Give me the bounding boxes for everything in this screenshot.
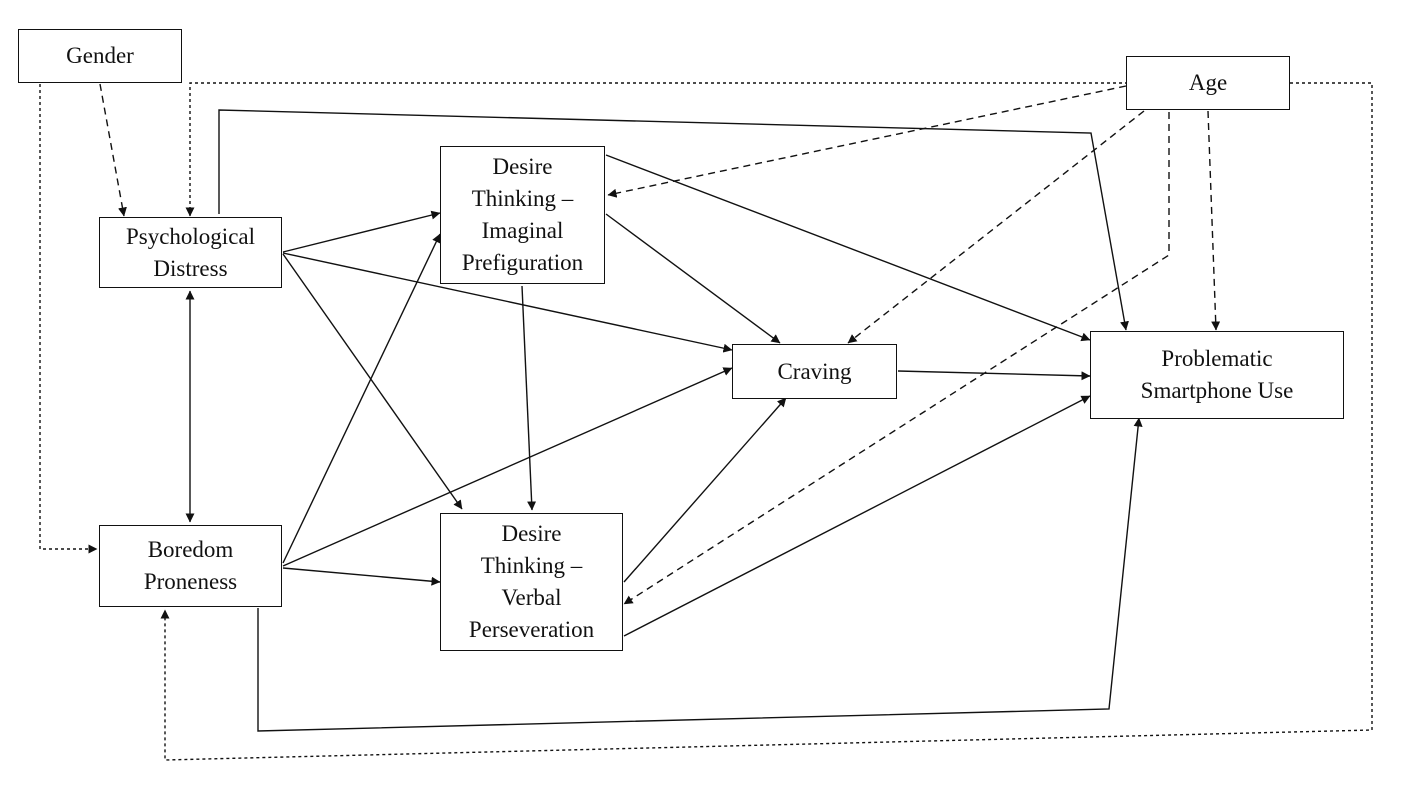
- desire-thinking-imaginal-node: Desire Thinking – Imaginal Prefiguration: [440, 146, 605, 284]
- arrow-age-to-problematic-smartphone-use: [1207, 110, 1221, 331]
- arrow-desire-thinking-imaginal-to-desire-thinking-verbal: [521, 285, 537, 511]
- arrow-desire-thinking-verbal-to-craving: [623, 397, 787, 583]
- arrow-psychological-distress-to-craving: [282, 252, 733, 353]
- node-label-line: Desire: [492, 154, 553, 179]
- arrow-psychological-distress-to-desire-thinking-verbal: [282, 253, 463, 510]
- node-label-line: Problematic: [1161, 346, 1273, 371]
- node-label-line: Desire: [501, 521, 562, 546]
- node-label-line: Boredom: [147, 537, 234, 562]
- node-label-age: Age: [1188, 70, 1228, 95]
- arrow-gender-to-boredom-proneness: [39, 84, 98, 554]
- arrow-desire-thinking-verbal-to-problematic-smartphone-use: [623, 395, 1091, 637]
- node-label-line: Thinking –: [480, 553, 583, 578]
- node-label-line: Psychological: [125, 223, 256, 249]
- psychological-distress-node: Psychological Distress: [99, 217, 282, 288]
- desire-thinking-verbal-node: Desire Thinking – Verbal Perseveration: [440, 513, 623, 651]
- node-label-line: Perseveration: [468, 617, 595, 642]
- node-label-line: Imaginal: [481, 218, 564, 243]
- arrow-age-to-psychological-distress: [185, 82, 1290, 217]
- node-label-line: Proneness: [143, 569, 238, 594]
- node-label-line: Thinking –: [471, 186, 574, 211]
- age-node: Age: [1126, 56, 1290, 110]
- arrow-boredom-proneness-to-desire-thinking-verbal: [282, 567, 441, 586]
- node-label-line: Verbal: [501, 585, 562, 610]
- arrow-boredom-proneness-to-craving: [282, 367, 733, 567]
- arrow-psychological-distress-to-desire-thinking-imaginal: [282, 210, 441, 253]
- node-label-gender: Gender: [66, 43, 134, 68]
- arrow-psychological-distress-to-problematic-smartphone-use: [218, 109, 1129, 331]
- arrow-craving-to-problematic-smartphone-use: [897, 370, 1091, 381]
- arrow-boredom-proneness-to-problematic-smartphone-use: [257, 417, 1143, 732]
- boredom-proneness-node: Boredom Proneness: [99, 525, 282, 607]
- arrow-age-to-craving: [847, 110, 1145, 344]
- node-label-line: Prefiguration: [461, 250, 584, 275]
- node-label-line: Distress: [153, 255, 228, 281]
- arrow-age-to-boredom-proneness: [160, 82, 1373, 761]
- gender-node: Gender: [18, 29, 182, 83]
- node-label-line: Smartphone Use: [1140, 378, 1294, 403]
- problematic-smartphone-use-node: Problematic Smartphone Use: [1090, 331, 1344, 419]
- arrow-boredom-proneness-to-desire-thinking-imaginal: [282, 233, 441, 564]
- arrow-desire-thinking-imaginal-to-problematic-smartphone-use: [605, 154, 1091, 342]
- node-label-craving: Craving: [777, 358, 852, 384]
- arrow-gender-to-psychological-distress: [99, 83, 127, 217]
- arrow-desire-thinking-imaginal-to-craving: [605, 213, 781, 344]
- arrow-age-to-desire-thinking-imaginal: [607, 85, 1127, 198]
- craving-node: Craving: [732, 344, 897, 399]
